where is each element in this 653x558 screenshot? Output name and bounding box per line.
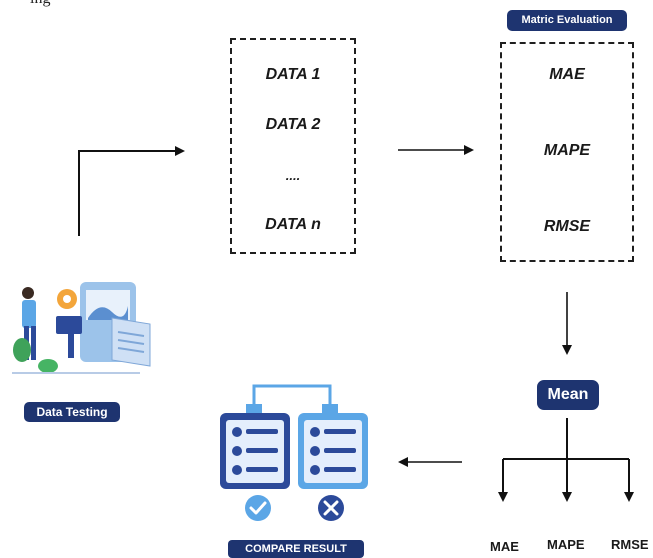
cropped-heading-text: ing	[30, 0, 50, 8]
data-box: DATA 1 DATA 2 .... DATA n	[230, 38, 356, 254]
mean-label: Mean	[537, 380, 599, 410]
data-item-n: DATA n	[265, 216, 321, 233]
data-testing-label: Data Testing	[24, 402, 120, 422]
data-item-ellipsis: ....	[285, 168, 301, 183]
check-icon	[245, 495, 271, 521]
metric-box: MAE MAPE RMSE	[500, 42, 634, 262]
metric-item-mape: MAPE	[543, 142, 591, 159]
output-mae: MAE	[490, 539, 519, 554]
data-item-1: DATA 1	[265, 66, 321, 83]
metric-item-rmse: RMSE	[543, 218, 591, 235]
output-rmse: RMSE	[611, 537, 649, 552]
metric-evaluation-title: Matric Evaluation	[507, 10, 627, 31]
output-mape: MAPE	[547, 537, 585, 552]
arrow-testing-to-data	[78, 146, 185, 236]
data-item-2: DATA 2	[265, 116, 321, 133]
close-icon	[318, 495, 344, 521]
metric-item-mae: MAE	[549, 66, 585, 83]
compare-result-label: COMPARE RESULT	[228, 540, 364, 558]
